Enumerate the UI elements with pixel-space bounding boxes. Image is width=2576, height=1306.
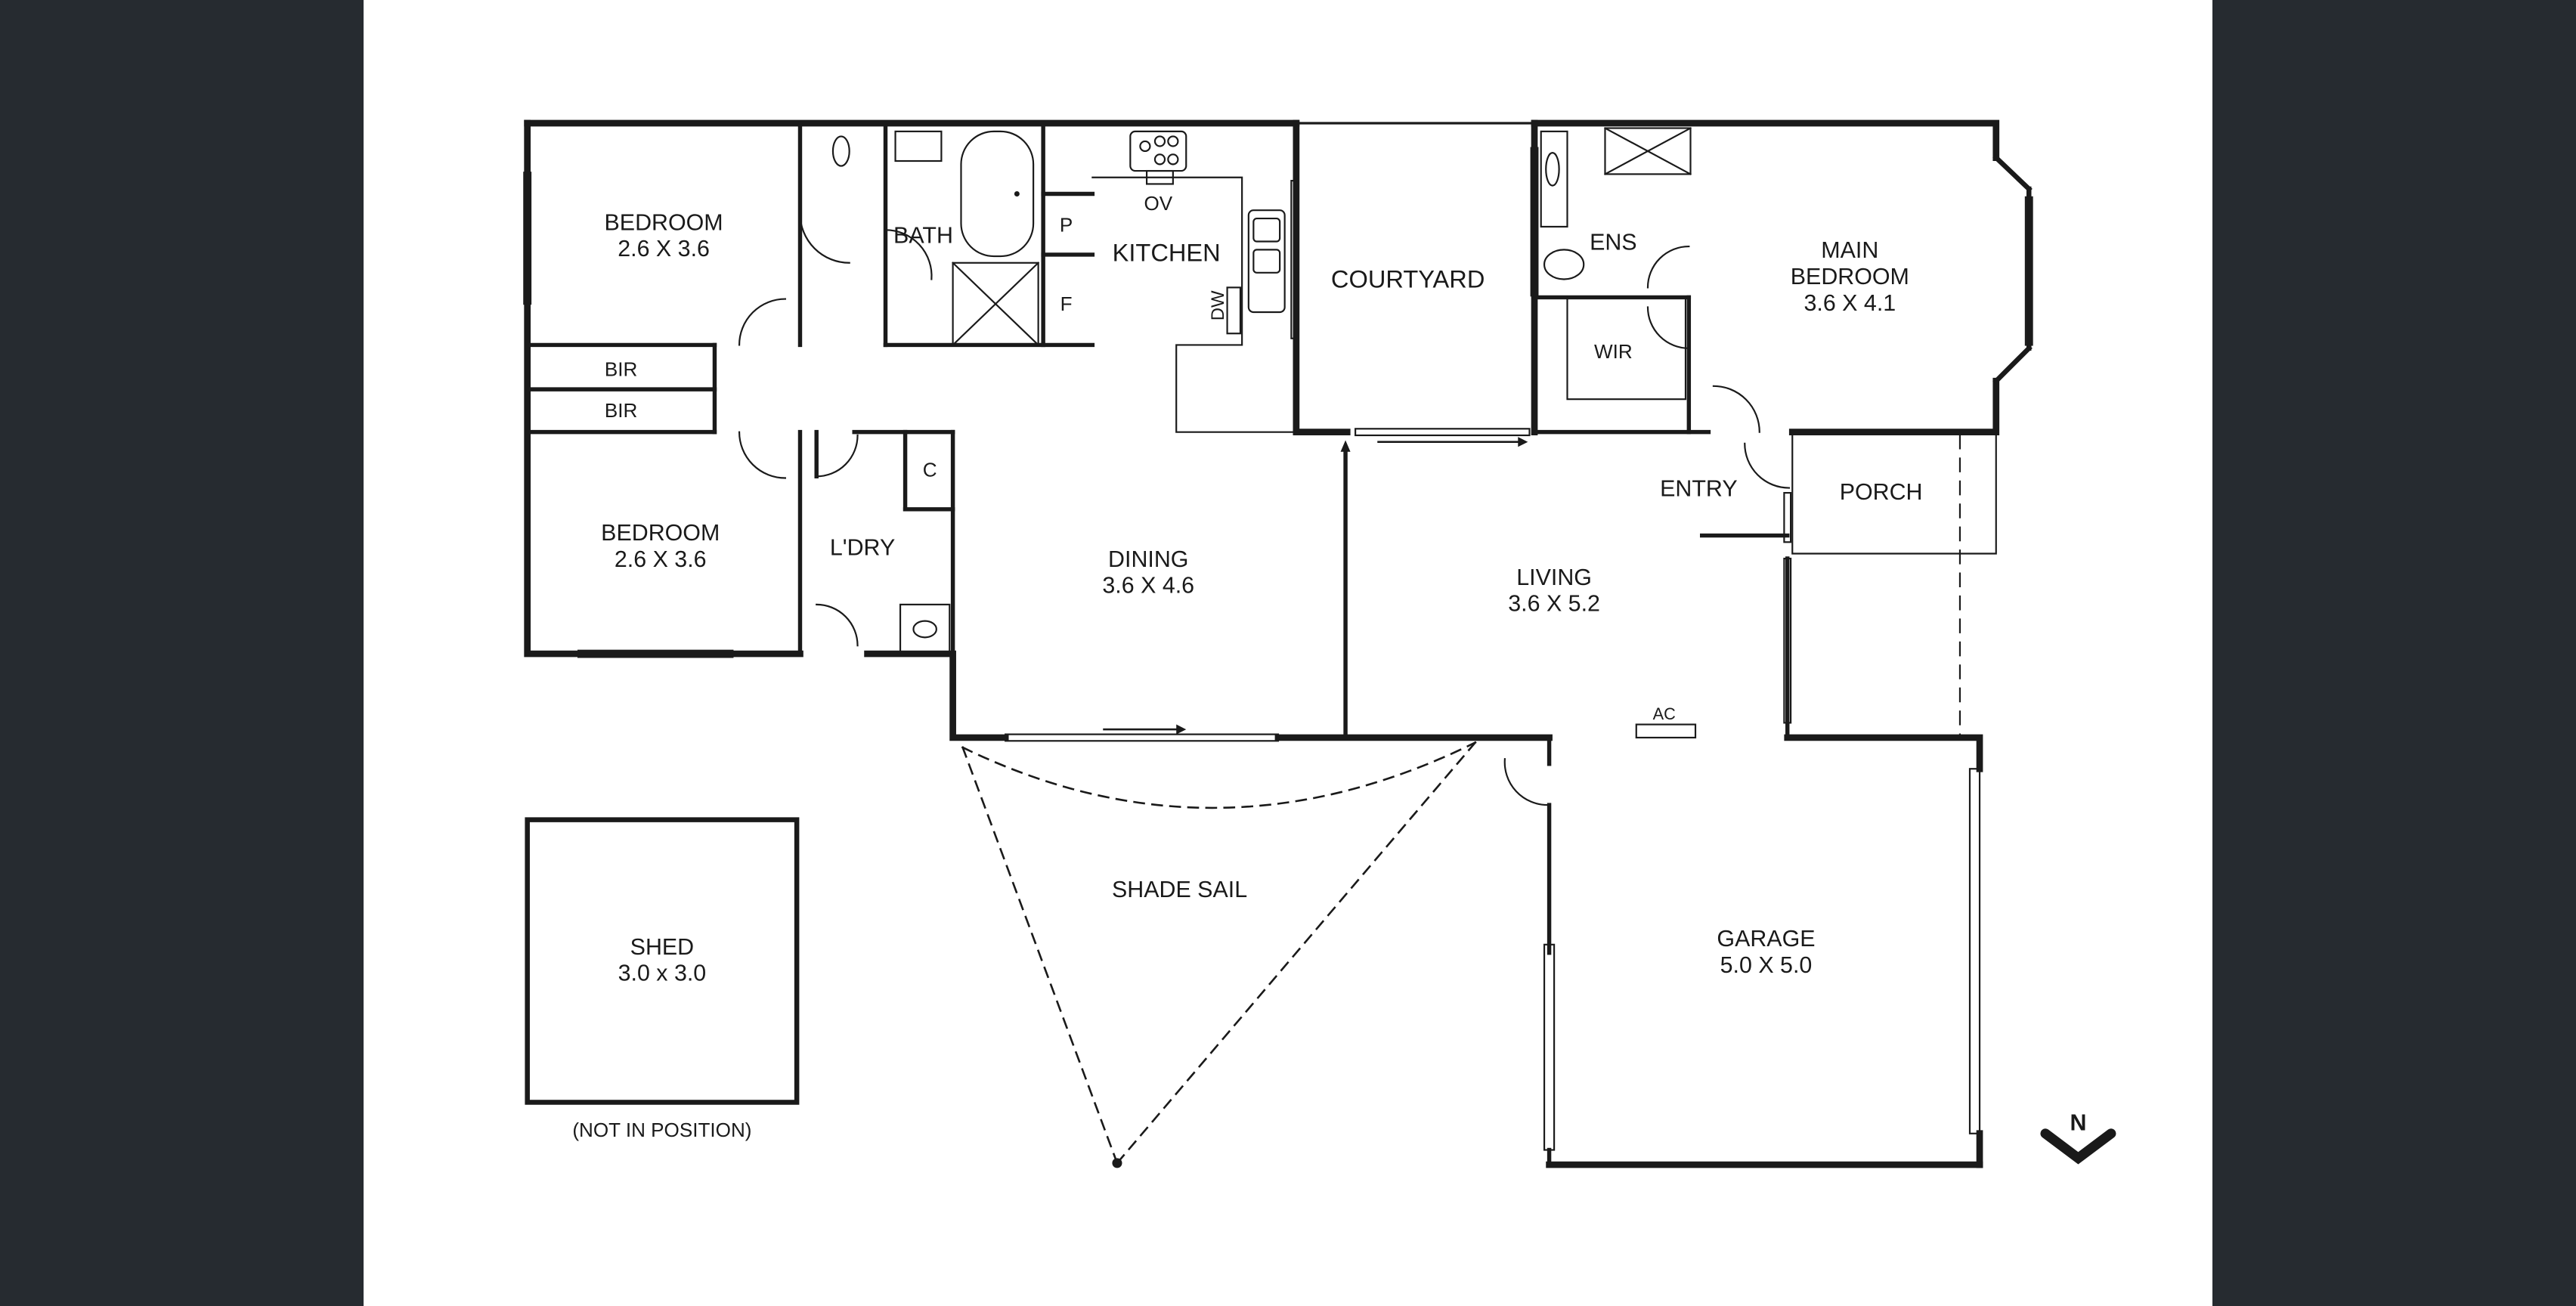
room-label-pantry: P — [1060, 213, 1073, 236]
shade-sail-outline — [961, 741, 1477, 1165]
room-label-courtyard: COURTYARD — [1331, 265, 1485, 292]
room-label-wir: WIR — [1594, 340, 1633, 363]
room-label-ensuite: ENS — [1590, 229, 1637, 255]
compass-north-label: N — [2070, 1109, 2086, 1135]
room-label-kitchen: KITCHEN — [1113, 239, 1221, 267]
appliance-label-oven: OV — [1144, 192, 1172, 215]
room-size-bedroom1: 2.6 X 3.6 — [618, 236, 710, 262]
shed-outline — [525, 817, 800, 1105]
room-label-shed: SHED — [630, 934, 694, 960]
appliance-label-dishwasher: DW — [1208, 290, 1228, 320]
ensuite-fixtures — [1540, 127, 1692, 401]
room-label-porch: PORCH — [1840, 479, 1923, 505]
room-label-garage: GARAGE — [1717, 926, 1815, 952]
room-size-living: 3.6 X 5.2 — [1508, 591, 1600, 617]
room-label-entry: ENTRY — [1660, 475, 1738, 501]
room-size-garage: 5.0 X 5.0 — [1720, 952, 1813, 978]
room-label-bedroom2: BEDROOM — [601, 520, 720, 546]
shed-note: (NOT IN POSITION) — [572, 1119, 751, 1141]
room-size-main-bedroom: 3.6 X 4.1 — [1804, 290, 1896, 316]
room-label-main-bedroom-2: BEDROOM — [1791, 264, 1909, 289]
room-label-laundry: L'DRY — [830, 535, 895, 561]
compass-chevron-icon — [2040, 1128, 2116, 1165]
bath-fixtures — [831, 130, 1040, 346]
porch-outline — [1791, 431, 1997, 739]
door-swings — [738, 212, 1790, 806]
room-label-bir2: BIR — [605, 399, 637, 422]
room-size-bedroom2: 2.6 X 3.6 — [615, 546, 707, 572]
windows — [523, 147, 2033, 1151]
exterior-walls — [524, 119, 2000, 772]
room-label-bedroom1: BEDROOM — [605, 209, 723, 235]
room-size-shed: 3.0 x 3.0 — [618, 961, 707, 986]
room-size-dining: 3.6 X 4.6 — [1102, 573, 1194, 599]
room-label-cupboard: C — [923, 458, 937, 481]
room-label-fridge: F — [1060, 292, 1073, 315]
room-label-bath: BATH — [893, 223, 953, 249]
interior-walls — [525, 121, 1983, 1168]
appliance-label-ac: AC — [1653, 704, 1676, 723]
kitchen-bench — [1091, 130, 1297, 433]
room-label-bir1: BIR — [605, 358, 637, 381]
laundry-tub — [899, 603, 951, 655]
room-label-living: LIVING — [1516, 565, 1592, 590]
slide-arrows — [1103, 441, 1519, 731]
room-label-dining: DINING — [1108, 546, 1188, 572]
room-label-main-bedroom-1: MAIN — [1821, 237, 1878, 263]
area-label-shade-sail: SHADE SAIL — [1112, 877, 1247, 902]
